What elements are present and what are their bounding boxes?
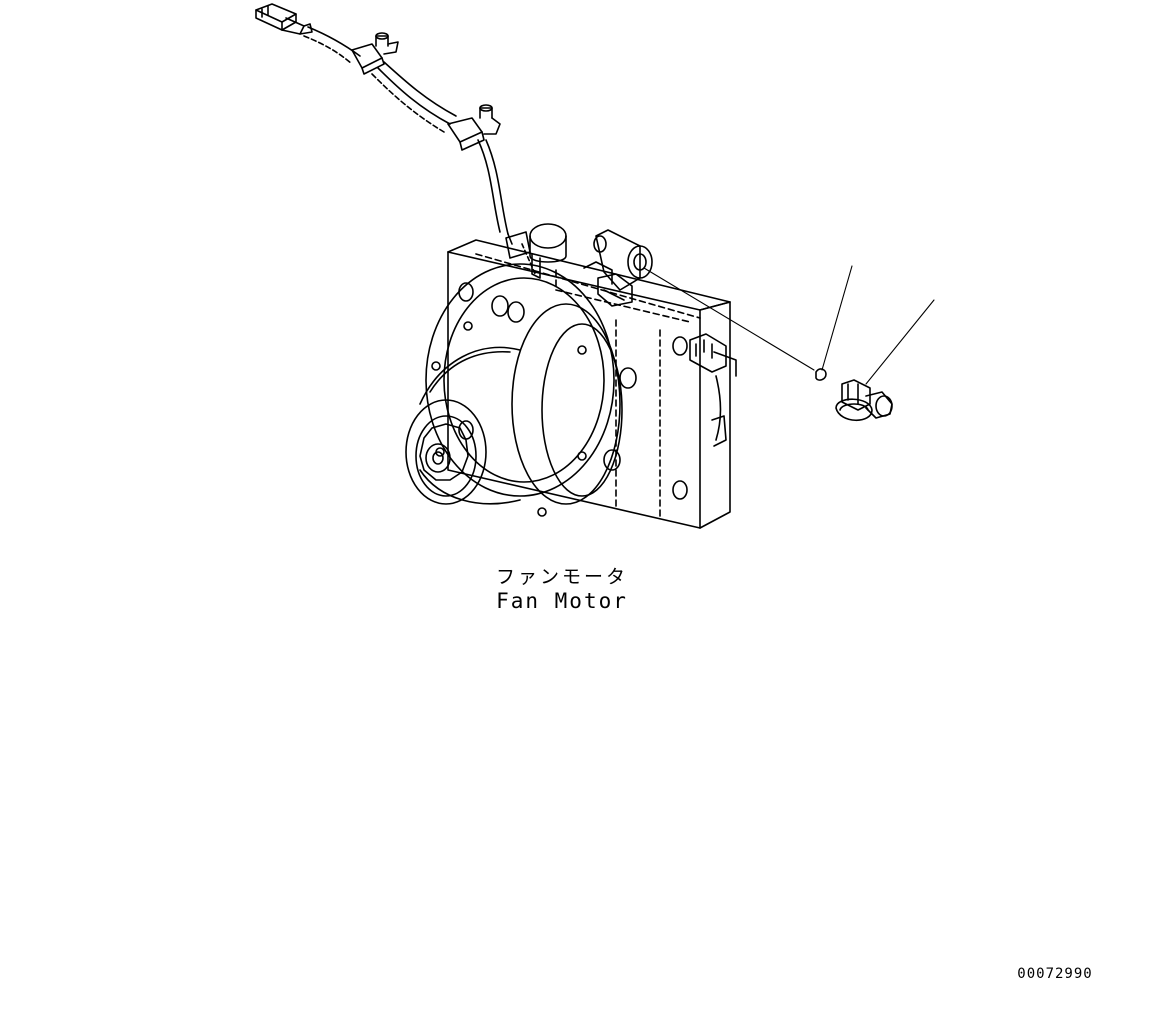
elbow-fitting — [583, 229, 653, 307]
pressure-sensor — [835, 379, 893, 422]
fan-motor-housing — [405, 263, 637, 517]
harness-clip-2 — [447, 104, 501, 151]
drawing-number: 00072990 — [1017, 966, 1093, 982]
valve-block — [447, 239, 731, 529]
component-label-english: Fan Motor — [496, 589, 628, 613]
solenoid-boss — [505, 223, 567, 279]
side-connector — [689, 333, 737, 447]
harness-connector — [255, 3, 313, 35]
harness-clip-1 — [351, 32, 399, 75]
component-label-japanese: ファンモータ — [495, 566, 628, 588]
wire-harness — [255, 3, 513, 245]
o-ring — [815, 368, 827, 381]
leader-lines — [643, 265, 935, 385]
